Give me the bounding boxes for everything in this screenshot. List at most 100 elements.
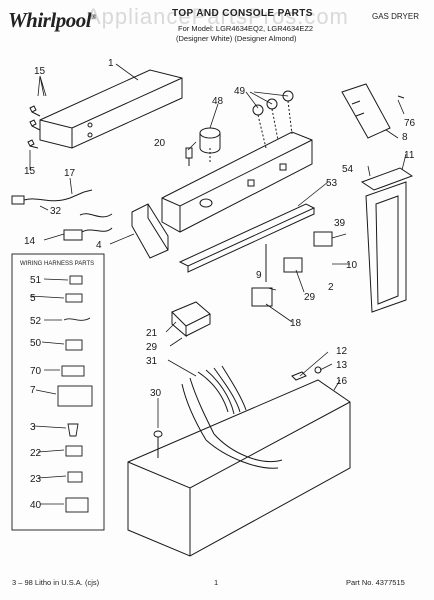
switch-part: [313, 231, 333, 247]
top-panel-part: [127, 379, 351, 557]
callout-1: 1: [108, 58, 114, 69]
model-line: For Model: LGR4634EQ2, LGR4634EZ2: [178, 24, 314, 33]
knob-guide: [257, 100, 293, 149]
console-hole: [199, 198, 213, 208]
wire-lead-part: [23, 191, 85, 202]
callout-2: 2: [328, 282, 334, 293]
connector-part: [11, 195, 25, 205]
callout-8: 8: [402, 132, 408, 143]
connector-part: [65, 445, 83, 457]
callout-49: 49: [234, 86, 246, 97]
wiring-harness-part: [205, 433, 283, 469]
callout-39: 39: [334, 218, 346, 229]
callout-20: 20: [154, 138, 166, 149]
wiring-box-leaders: [29, 278, 69, 505]
callout-4: 4: [96, 240, 102, 251]
callout-29: 29: [304, 292, 316, 303]
screw-part: [397, 95, 405, 99]
callout-31: 31: [146, 356, 158, 367]
callout-15: 15: [34, 66, 46, 77]
wiring-item-label: 50: [30, 338, 42, 349]
buzzer-part: [251, 287, 273, 307]
callout-9: 9: [256, 270, 262, 281]
connector-part: [67, 471, 83, 483]
dryer-type: GAS DRYER: [372, 12, 419, 21]
wiring-item-label: 5: [30, 293, 36, 304]
lint-duct-part: [365, 181, 407, 313]
wiring-harness-box: WIRING HARNESS PARTS 51 5 52 50 70 7 3 22 23 40: [11, 253, 105, 531]
callout-32: 32: [50, 206, 62, 217]
bracket-part: [341, 83, 391, 139]
connector-part: [61, 365, 85, 377]
wire-terminal: [83, 189, 93, 193]
clip-part: [27, 139, 39, 149]
connector-part: [69, 275, 83, 285]
callout-29: 29: [146, 342, 158, 353]
diagram-title: TOP AND CONSOLE PARTS: [172, 8, 313, 19]
footer-page-number: 1: [214, 578, 219, 587]
control-panel-part: [39, 69, 183, 149]
callout-13: 13: [336, 360, 348, 371]
wiring-box-title: WIRING HARNESS PARTS: [20, 261, 94, 267]
callout-11: 11: [404, 150, 415, 161]
footer-litho: 3 – 98 Litho in U.S.A. (cjs): [12, 578, 100, 587]
knob-part: [199, 127, 221, 139]
brand-logo: Whirlpool®: [8, 8, 96, 33]
wiring-item-label: 23: [30, 474, 42, 485]
connector-part: [65, 339, 83, 351]
connector-part: [65, 497, 89, 513]
leader-lines: [29, 63, 407, 428]
wire-lead-part: [81, 227, 113, 233]
connector-block-part: [57, 385, 93, 407]
callout-14: 14: [24, 236, 36, 247]
wiring-item-label: 70: [30, 366, 42, 377]
rail-part: [178, 203, 316, 273]
end-cap-part: [131, 203, 169, 259]
lint-cover-part: [360, 167, 414, 191]
screw-part: [314, 366, 322, 374]
timer-part: [171, 301, 211, 338]
brand-name: Whirlpool: [8, 8, 92, 32]
connector-part: [65, 293, 83, 303]
wire-lead-part: [79, 213, 113, 218]
console-back-part: [161, 131, 313, 233]
connector-part: [63, 229, 83, 241]
callout-17: 17: [64, 168, 76, 179]
wiring-item-label: 40: [30, 500, 42, 511]
screw-part: [29, 105, 41, 117]
panel-hole: [87, 122, 93, 128]
knob-part: [252, 104, 264, 116]
wiring-item-label: 51: [30, 275, 42, 286]
wiring-harness-part: [181, 365, 247, 441]
callout-48: 48: [212, 96, 224, 107]
registered-mark-icon: ®: [91, 13, 96, 21]
callout-10: 10: [346, 260, 358, 271]
wiring-item-label: 3: [30, 422, 36, 433]
clip-part: [291, 371, 307, 381]
color-line: (Designer White) (Designer Almond): [176, 34, 297, 43]
callout-54: 54: [342, 164, 354, 175]
wiring-item-label: 22: [30, 448, 42, 459]
pin-part: [153, 430, 163, 438]
wiring-item-label: 7: [30, 385, 36, 396]
footer-part-number: Part No. 4377515: [346, 578, 405, 587]
callout-30: 30: [150, 388, 162, 399]
callout-53: 53: [326, 178, 338, 189]
console-cutout: [279, 163, 287, 171]
callout-21: 21: [146, 328, 158, 339]
panel-hole: [87, 132, 93, 138]
callout-16: 16: [336, 376, 348, 387]
clip-part: [67, 423, 79, 437]
switch-part: [283, 257, 303, 273]
wire-lead-part: [63, 317, 91, 321]
screw-part: [29, 119, 41, 131]
callout-76: 76: [404, 118, 416, 129]
console-cutout: [247, 179, 255, 187]
screw-part: [185, 147, 193, 166]
callout-15: 15: [24, 166, 36, 177]
callout-12: 12: [336, 346, 348, 357]
wiring-item-label: 52: [30, 316, 42, 327]
callout-18: 18: [290, 318, 302, 329]
